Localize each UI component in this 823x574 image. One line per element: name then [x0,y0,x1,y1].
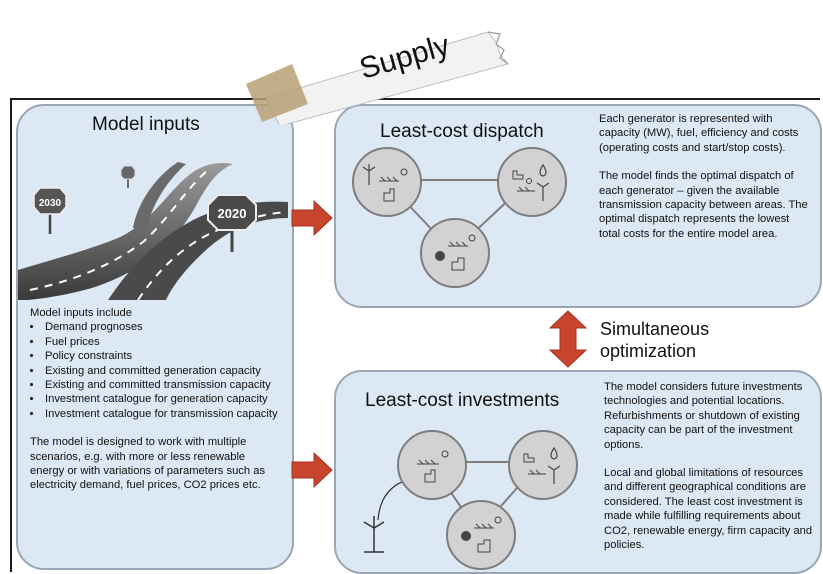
arrow-to-investments-icon [291,451,333,489]
least-cost-dispatch-title: Least-cost dispatch [380,121,544,142]
dispatch-paragraph-2: The model finds the optimal dispatch of … [599,170,808,240]
investment-node-renewables [397,430,467,500]
list-item: Investment catalogue for transmission ca… [43,407,282,421]
list-item: Demand prognoses [43,320,282,334]
model-inputs-title: Model inputs [92,114,200,135]
generator-node-thermal-hydro [497,147,567,217]
model-inputs-footer: The model is designed to work with multi… [30,436,266,492]
list-item: Existing and committed generation capaci… [43,364,282,378]
frame-top-line-right [326,98,820,100]
model-inputs-list: Demand prognoses Fuel prices Policy cons… [30,320,282,421]
investment-node-nuclear-solar [446,500,516,570]
list-item: Policy constraints [43,349,282,363]
road-illustration: 2030 2020 [18,162,288,300]
least-cost-investments-title: Least-cost investments [365,390,560,411]
least-cost-investments-text: The model considers future investments t… [604,380,818,566]
list-item: Investment catalogue for generation capa… [43,392,282,406]
generator-node-nuclear-solar [420,218,490,288]
simultaneous-optimization-label: Simultaneous optimization [600,318,709,362]
generator-node-renewables [352,147,422,217]
road-sign-2030: 2030 [39,198,62,209]
frame-left-line [10,98,12,572]
road-sign-2020: 2020 [218,206,247,221]
least-cost-dispatch-panel [334,104,822,308]
model-inputs-intro: Model inputs include [30,307,132,319]
dispatch-paragraph-1: Each generator is represented with capac… [599,113,799,154]
optimization-line-2: optimization [600,341,697,361]
frame-top-line [10,98,272,100]
model-inputs-text: Model inputs include Demand prognoses Fu… [30,306,282,493]
optimization-line-1: Simultaneous [600,319,710,339]
supply-tape-label: Supply [238,14,538,124]
investments-paragraph-1: The model considers future investments t… [604,381,803,451]
investments-paragraph-2: Local and global limitations of resource… [604,467,813,552]
list-item: Existing and committed transmission capa… [43,378,282,392]
arrow-to-dispatch-icon [291,199,333,237]
least-cost-dispatch-text: Each generator is represented with capac… [599,112,813,255]
list-item: Fuel prices [43,335,282,349]
investment-node-thermal-hydro [508,430,578,500]
model-inputs-panel [16,104,294,570]
simultaneous-double-arrow-icon [548,310,588,368]
